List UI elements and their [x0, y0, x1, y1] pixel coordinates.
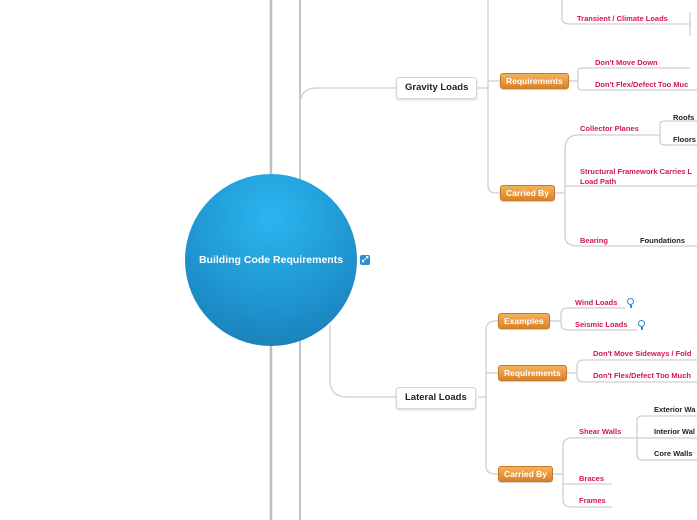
node-foundations[interactable]: Foundations: [640, 236, 685, 245]
central-topic-label: Building Code Requirements: [198, 254, 344, 266]
node-dont-flex-gravity[interactable]: Don't Flex/Defect Too Muc: [595, 80, 689, 89]
branch-icon[interactable]: ⤢: [360, 255, 370, 265]
node-seismic-loads[interactable]: Seismic Loads: [575, 320, 628, 329]
pill-label: Examples: [504, 316, 544, 326]
node-dont-move-sideways[interactable]: Don't Move Sideways / Fold: [593, 349, 692, 358]
node-floors[interactable]: Floors: [673, 135, 696, 144]
lateral-examples-node[interactable]: Examples: [498, 313, 550, 329]
central-topic[interactable]: Building Code Requirements: [185, 174, 357, 346]
node-roofs[interactable]: Roofs: [673, 113, 695, 122]
pill-label: Carried By: [504, 469, 547, 479]
node-braces[interactable]: Braces: [579, 474, 605, 483]
pill-label: Requirements: [506, 76, 563, 86]
location-pin-icon[interactable]: [627, 298, 634, 308]
topic-label: Gravity Loads: [405, 82, 469, 93]
node-bearing[interactable]: Bearing: [580, 236, 608, 245]
node-exterior-walls[interactable]: Exterior Wa: [654, 405, 696, 414]
node-dont-flex-lateral[interactable]: Don't Flex/Defect Too Much: [593, 371, 691, 380]
node-shear-walls[interactable]: Shear Walls: [579, 427, 622, 436]
topic-label: Lateral Loads: [405, 392, 467, 403]
topic-gravity-loads[interactable]: Gravity Loads: [396, 77, 478, 99]
pill-label: Carried By: [506, 188, 549, 198]
node-frames[interactable]: Frames: [579, 496, 606, 505]
node-collector-planes[interactable]: Collector Planes: [580, 124, 639, 133]
node-dont-move-down[interactable]: Don't Move Down: [595, 58, 658, 67]
topic-lateral-loads[interactable]: Lateral Loads: [396, 387, 476, 409]
lateral-requirements-node[interactable]: Requirements: [498, 365, 567, 381]
framework-line-1: Structural Framework Carries L: [580, 167, 693, 176]
node-transient-loads[interactable]: Transient / Climate Loads: [577, 14, 668, 23]
location-pin-icon[interactable]: [638, 320, 645, 330]
node-core-walls[interactable]: Core Walls: [654, 449, 693, 458]
pill-label: Requirements: [504, 368, 561, 378]
gravity-requirements-node[interactable]: Requirements: [500, 73, 569, 89]
lateral-carried-by-node[interactable]: Carried By: [498, 466, 553, 482]
gravity-carried-by-node[interactable]: Carried By: [500, 185, 555, 201]
node-structural-framework[interactable]: Structural Framework Carries L Load Path: [580, 167, 692, 186]
node-wind-loads[interactable]: Wind Loads: [575, 298, 618, 307]
node-interior-walls[interactable]: Interior Wal: [654, 427, 695, 436]
framework-line-2: Load Path: [580, 177, 617, 186]
